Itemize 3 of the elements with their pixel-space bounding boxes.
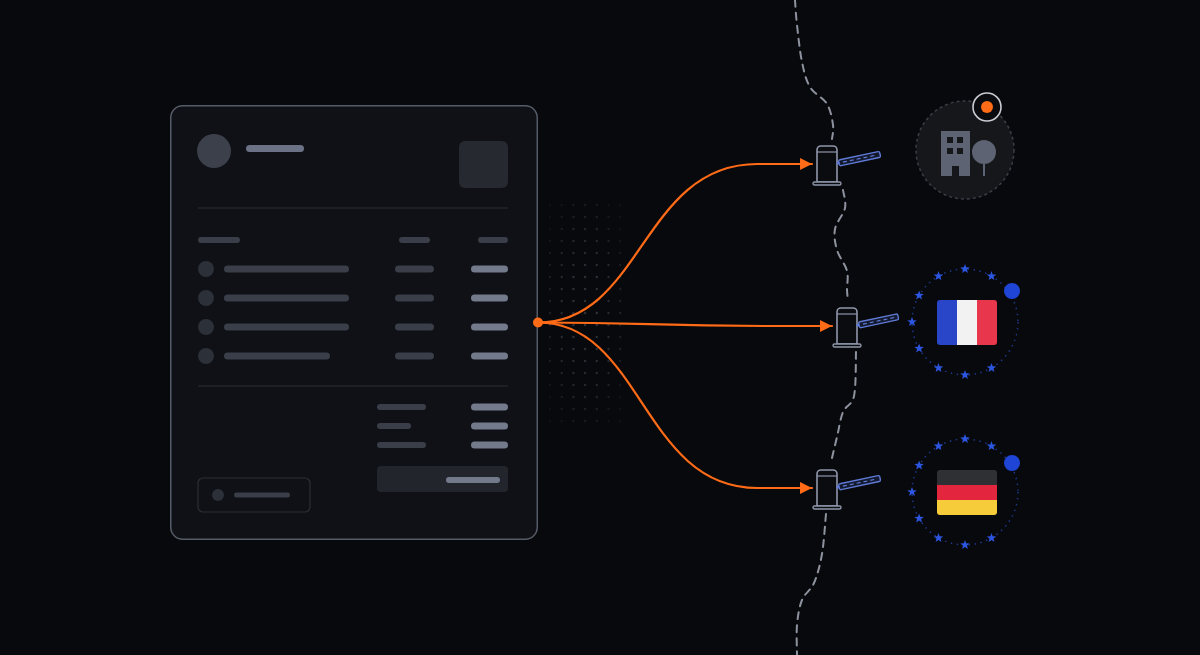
star-ring <box>908 265 1022 379</box>
building-circle <box>915 100 1015 200</box>
star-ring <box>908 435 1022 549</box>
